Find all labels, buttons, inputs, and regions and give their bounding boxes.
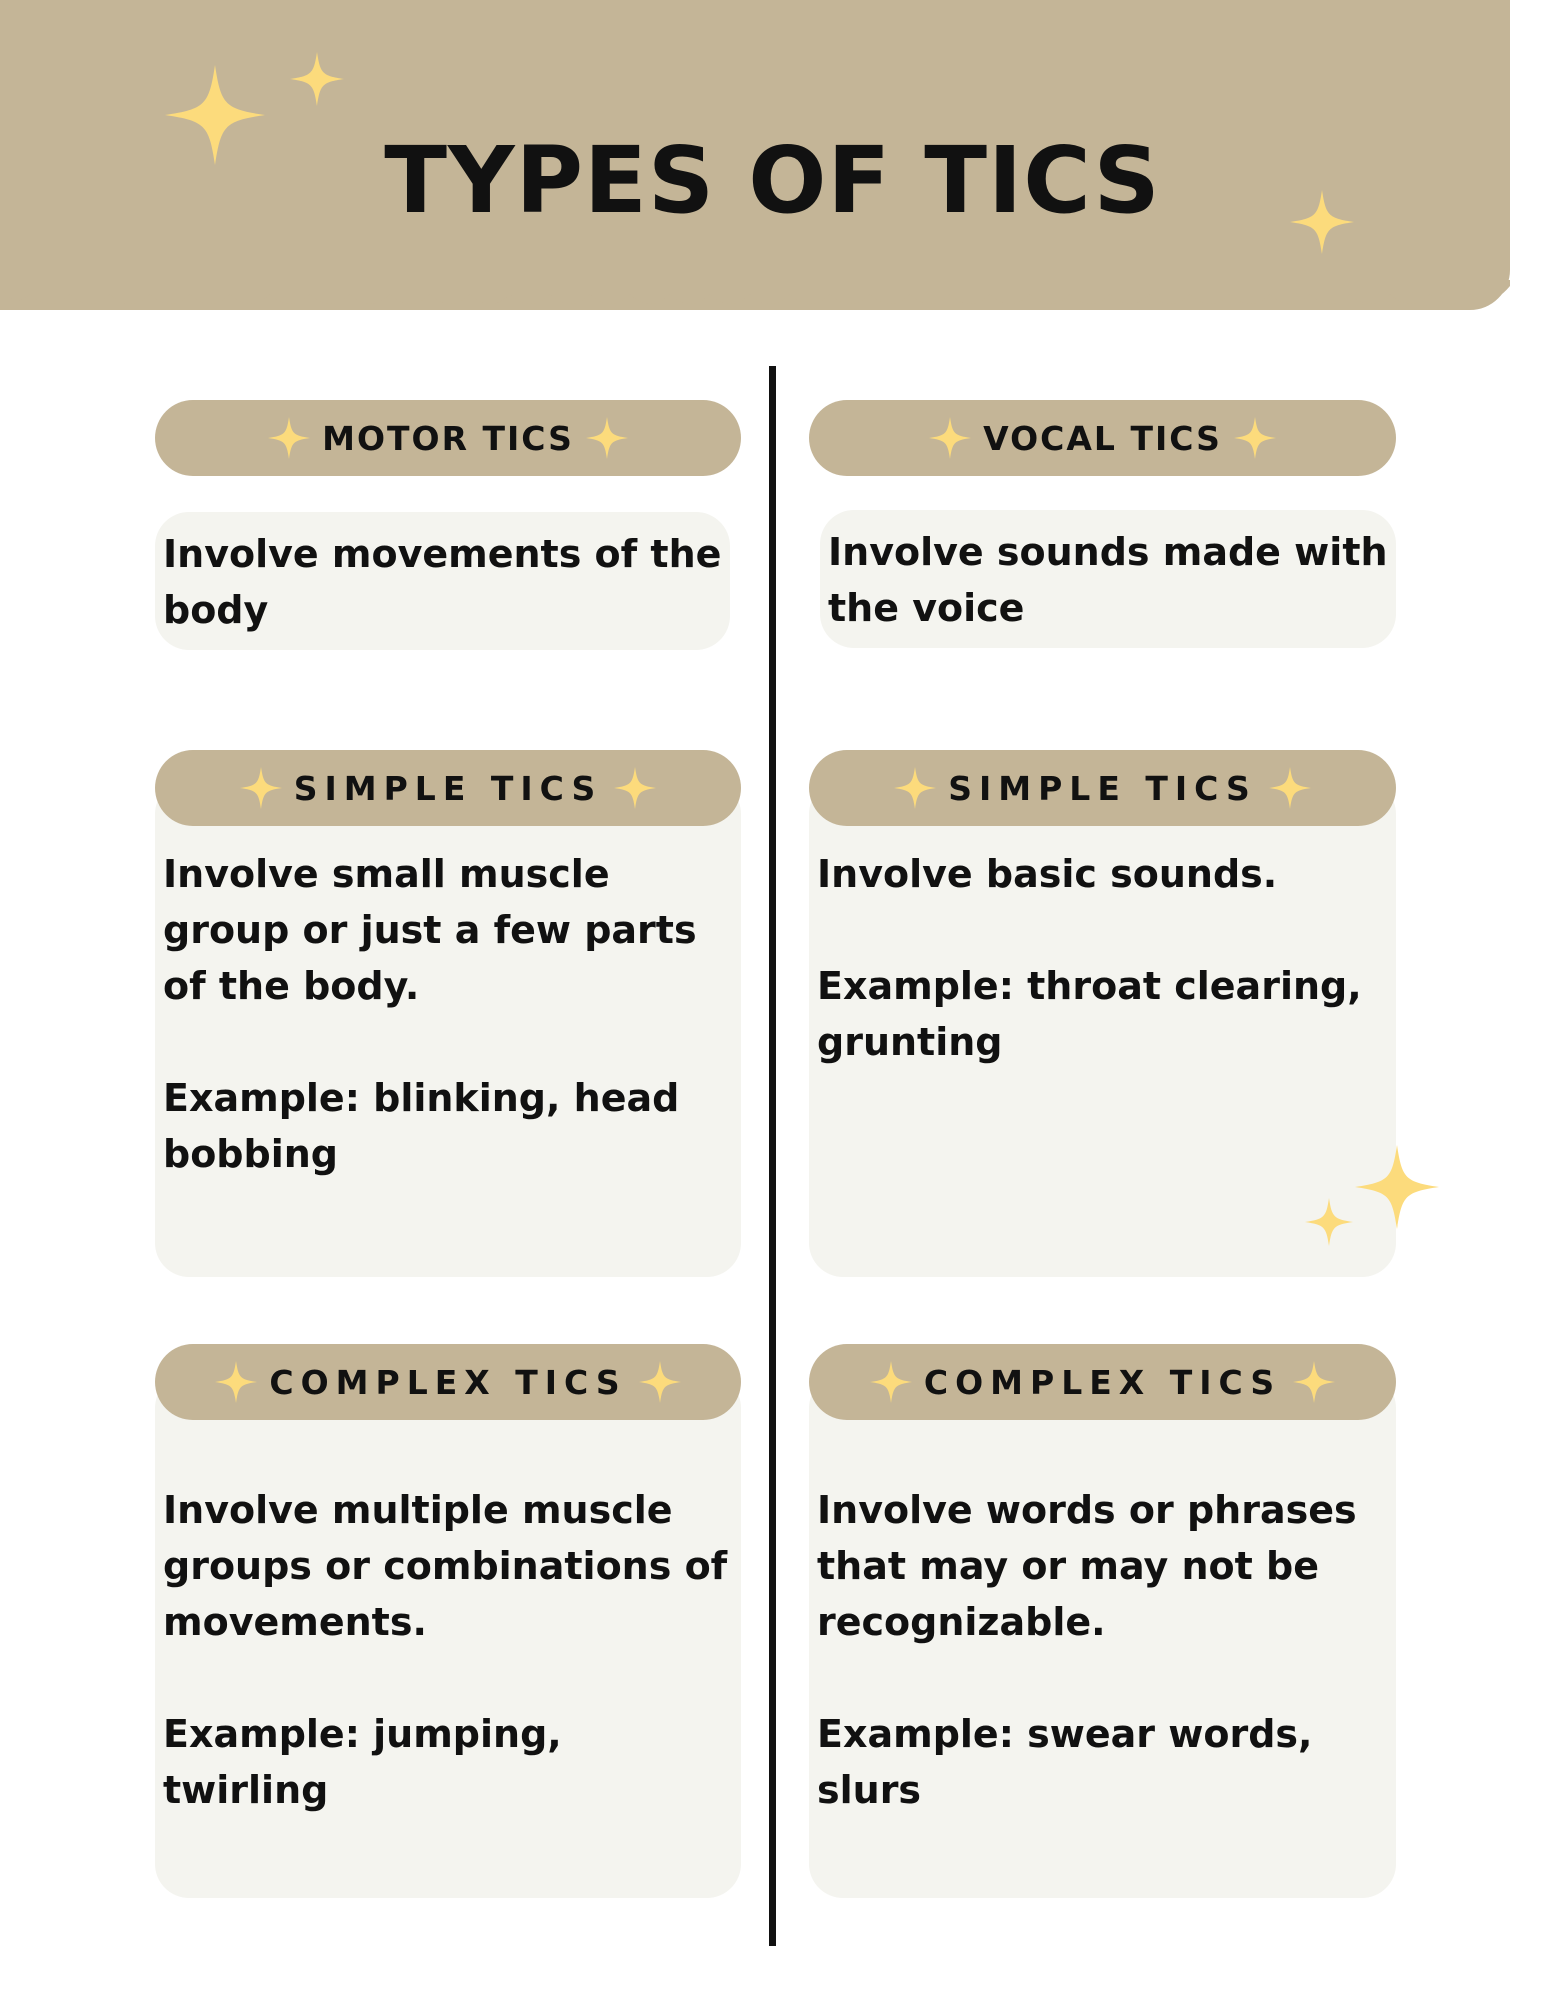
motor-complex-tics-card: Involve multiple muscle groups or combin… — [155, 1374, 741, 1898]
motor-tics-header: MOTOR TICS — [155, 400, 741, 476]
vocal-complex-tics-card: Involve words or phrases that may or may… — [809, 1374, 1396, 1898]
sparkle-icon — [1269, 767, 1311, 809]
motor-simple-tics-label: SIMPLE TICS — [293, 768, 603, 808]
sparkle-icon — [639, 1361, 681, 1403]
banner-scalloped-edge — [0, 280, 1510, 304]
vocal-simple-tics-card: Involve basic sounds. Example: throat cl… — [809, 780, 1396, 1277]
motor-complex-tics-header: COMPLEX TICS — [155, 1344, 741, 1420]
sparkle-icon — [1234, 417, 1276, 459]
vocal-tics-label: VOCAL TICS — [983, 418, 1222, 458]
motor-simple-tics-header: SIMPLE TICS — [155, 750, 741, 826]
sparkle-icon — [614, 767, 656, 809]
sparkle-icon — [215, 1361, 257, 1403]
sparkle-icon — [268, 417, 310, 459]
vocal-tics-header: VOCAL TICS — [809, 400, 1396, 476]
vocal-tics-intro-card: Involve sounds made with the voice — [820, 510, 1396, 648]
sparkle-icon — [290, 52, 344, 106]
sparkle-icon — [870, 1361, 912, 1403]
vocal-simple-tics-header: SIMPLE TICS — [809, 750, 1396, 826]
vocal-complex-tics-header: COMPLEX TICS — [809, 1344, 1396, 1420]
page-title: TYPES OF TICS — [384, 127, 1161, 234]
column-divider — [769, 366, 776, 1946]
sparkle-icon — [1293, 1361, 1335, 1403]
sparkle-icon — [929, 417, 971, 459]
motor-complex-tics-label: COMPLEX TICS — [269, 1362, 627, 1402]
header-banner — [0, 0, 1510, 310]
motor-tics-intro-card: Involve movements of the body — [155, 512, 730, 650]
motor-tics-label: MOTOR TICS — [322, 418, 574, 458]
vocal-simple-tics-label: SIMPLE TICS — [948, 768, 1257, 808]
vocal-complex-tics-label: COMPLEX TICS — [923, 1362, 1282, 1402]
sparkle-icon — [1305, 1198, 1353, 1246]
motor-simple-tics-card: Involve small muscle group or just a few… — [155, 780, 741, 1277]
sparkle-icon — [1355, 1145, 1439, 1229]
sparkle-icon — [240, 767, 282, 809]
sparkle-icon — [894, 767, 936, 809]
sparkle-icon — [586, 417, 628, 459]
